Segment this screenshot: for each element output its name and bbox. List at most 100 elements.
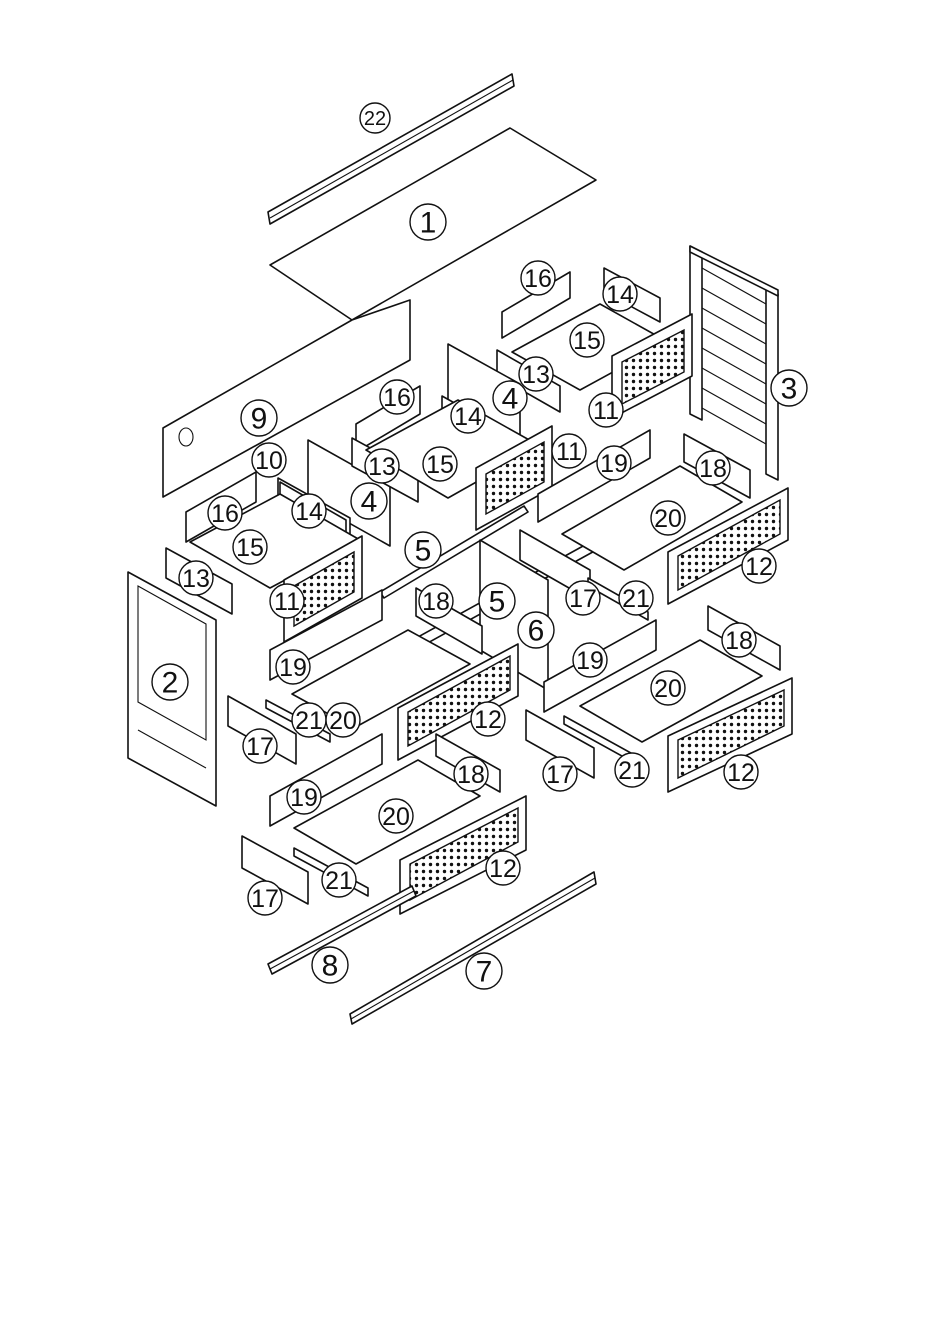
callout-number: 5 bbox=[489, 586, 506, 619]
callout-number: 3 bbox=[781, 373, 798, 406]
callout-number: 19 bbox=[600, 450, 628, 478]
callout-22: 22 bbox=[360, 103, 390, 133]
callout-number: 17 bbox=[251, 885, 279, 913]
callout-16: 16 bbox=[380, 380, 414, 414]
callout-number: 19 bbox=[576, 647, 604, 675]
callout-number: 21 bbox=[618, 757, 646, 785]
callout-19: 19 bbox=[573, 643, 607, 677]
callout-9: 9 bbox=[241, 400, 277, 436]
callout-4: 4 bbox=[351, 483, 387, 519]
part-7-bottom-rail bbox=[350, 872, 596, 1024]
callout-15: 15 bbox=[423, 447, 457, 481]
callout-number: 4 bbox=[361, 486, 378, 519]
callout-19: 19 bbox=[276, 650, 310, 684]
callout-12: 12 bbox=[742, 549, 776, 583]
callout-17: 17 bbox=[543, 757, 577, 791]
callout-number: 18 bbox=[699, 455, 727, 483]
callout-20: 20 bbox=[379, 799, 413, 833]
callout-13: 13 bbox=[179, 561, 213, 595]
callout-number: 16 bbox=[524, 265, 552, 293]
callout-number: 19 bbox=[279, 654, 307, 682]
callout-19: 19 bbox=[287, 780, 321, 814]
callout-number: 17 bbox=[546, 761, 574, 789]
callout-5: 5 bbox=[405, 532, 441, 568]
callout-number: 20 bbox=[654, 505, 682, 533]
callout-2: 2 bbox=[152, 664, 188, 700]
callout-number: 11 bbox=[556, 438, 582, 466]
callout-19: 19 bbox=[597, 446, 631, 480]
callout-number: 20 bbox=[654, 675, 682, 703]
callout-number: 17 bbox=[246, 733, 274, 761]
callout-number: 13 bbox=[368, 453, 396, 481]
callout-21: 21 bbox=[615, 753, 649, 787]
callout-16: 16 bbox=[208, 496, 242, 530]
callout-10: 10 bbox=[252, 443, 286, 477]
callout-11: 11 bbox=[589, 393, 623, 427]
callout-number: 18 bbox=[725, 627, 753, 655]
callout-18: 18 bbox=[419, 584, 453, 618]
callout-18: 18 bbox=[696, 451, 730, 485]
callout-number: 2 bbox=[162, 667, 179, 700]
callout-14: 14 bbox=[603, 277, 637, 311]
callout-11: 11 bbox=[552, 434, 586, 468]
callout-number: 8 bbox=[322, 950, 339, 983]
callout-number: 12 bbox=[727, 759, 755, 787]
callout-number: 4 bbox=[502, 383, 519, 416]
callout-number: 16 bbox=[211, 500, 239, 528]
callout-number: 19 bbox=[290, 784, 318, 812]
callout-number: 21 bbox=[295, 707, 323, 735]
callout-number: 13 bbox=[182, 565, 210, 593]
callout-number: 18 bbox=[457, 761, 485, 789]
callout-number: 12 bbox=[474, 706, 502, 734]
callout-number: 20 bbox=[329, 707, 357, 735]
callout-3: 3 bbox=[771, 370, 807, 406]
callout-number: 12 bbox=[745, 553, 773, 581]
callout-17: 17 bbox=[248, 881, 282, 915]
callout-21: 21 bbox=[619, 581, 653, 615]
callout-17: 17 bbox=[243, 729, 277, 763]
callout-21: 21 bbox=[292, 703, 326, 737]
callout-20: 20 bbox=[651, 671, 685, 705]
callout-number: 7 bbox=[476, 956, 493, 989]
callout-number: 15 bbox=[236, 534, 264, 562]
callout-number: 14 bbox=[606, 281, 634, 309]
callout-16: 16 bbox=[521, 261, 555, 295]
callout-12: 12 bbox=[471, 702, 505, 736]
callout-number: 20 bbox=[382, 803, 410, 831]
callout-number: 5 bbox=[415, 535, 432, 568]
callout-7: 7 bbox=[466, 953, 502, 989]
callout-number: 10 bbox=[255, 447, 283, 475]
callout-1: 1 bbox=[410, 204, 446, 240]
callout-number: 17 bbox=[569, 585, 597, 613]
callout-18: 18 bbox=[722, 623, 756, 657]
callout-14: 14 bbox=[451, 399, 485, 433]
callout-number: 6 bbox=[528, 615, 545, 648]
callout-number: 9 bbox=[251, 403, 268, 436]
callout-12: 12 bbox=[486, 851, 520, 885]
callout-20: 20 bbox=[651, 501, 685, 535]
callout-14: 14 bbox=[292, 494, 326, 528]
callout-5: 5 bbox=[479, 583, 515, 619]
callout-21: 21 bbox=[322, 863, 356, 897]
callout-number: 12 bbox=[489, 855, 517, 883]
callout-6: 6 bbox=[518, 612, 554, 648]
callout-20: 20 bbox=[326, 703, 360, 737]
callout-13: 13 bbox=[519, 357, 553, 391]
callout-number: 21 bbox=[325, 867, 353, 895]
callout-number: 15 bbox=[573, 327, 601, 355]
callout-18: 18 bbox=[454, 757, 488, 791]
callout-8: 8 bbox=[312, 947, 348, 983]
callout-number: 13 bbox=[522, 361, 550, 389]
callout-number: 14 bbox=[454, 403, 482, 431]
callout-13: 13 bbox=[365, 449, 399, 483]
callout-number: 18 bbox=[422, 588, 450, 616]
callout-number: 16 bbox=[383, 384, 411, 412]
callout-number: 15 bbox=[426, 451, 454, 479]
callout-12: 12 bbox=[724, 755, 758, 789]
callout-number: 21 bbox=[622, 585, 650, 613]
callout-number: 11 bbox=[593, 397, 619, 425]
callout-11: 11 bbox=[270, 584, 304, 618]
callout-17: 17 bbox=[566, 581, 600, 615]
